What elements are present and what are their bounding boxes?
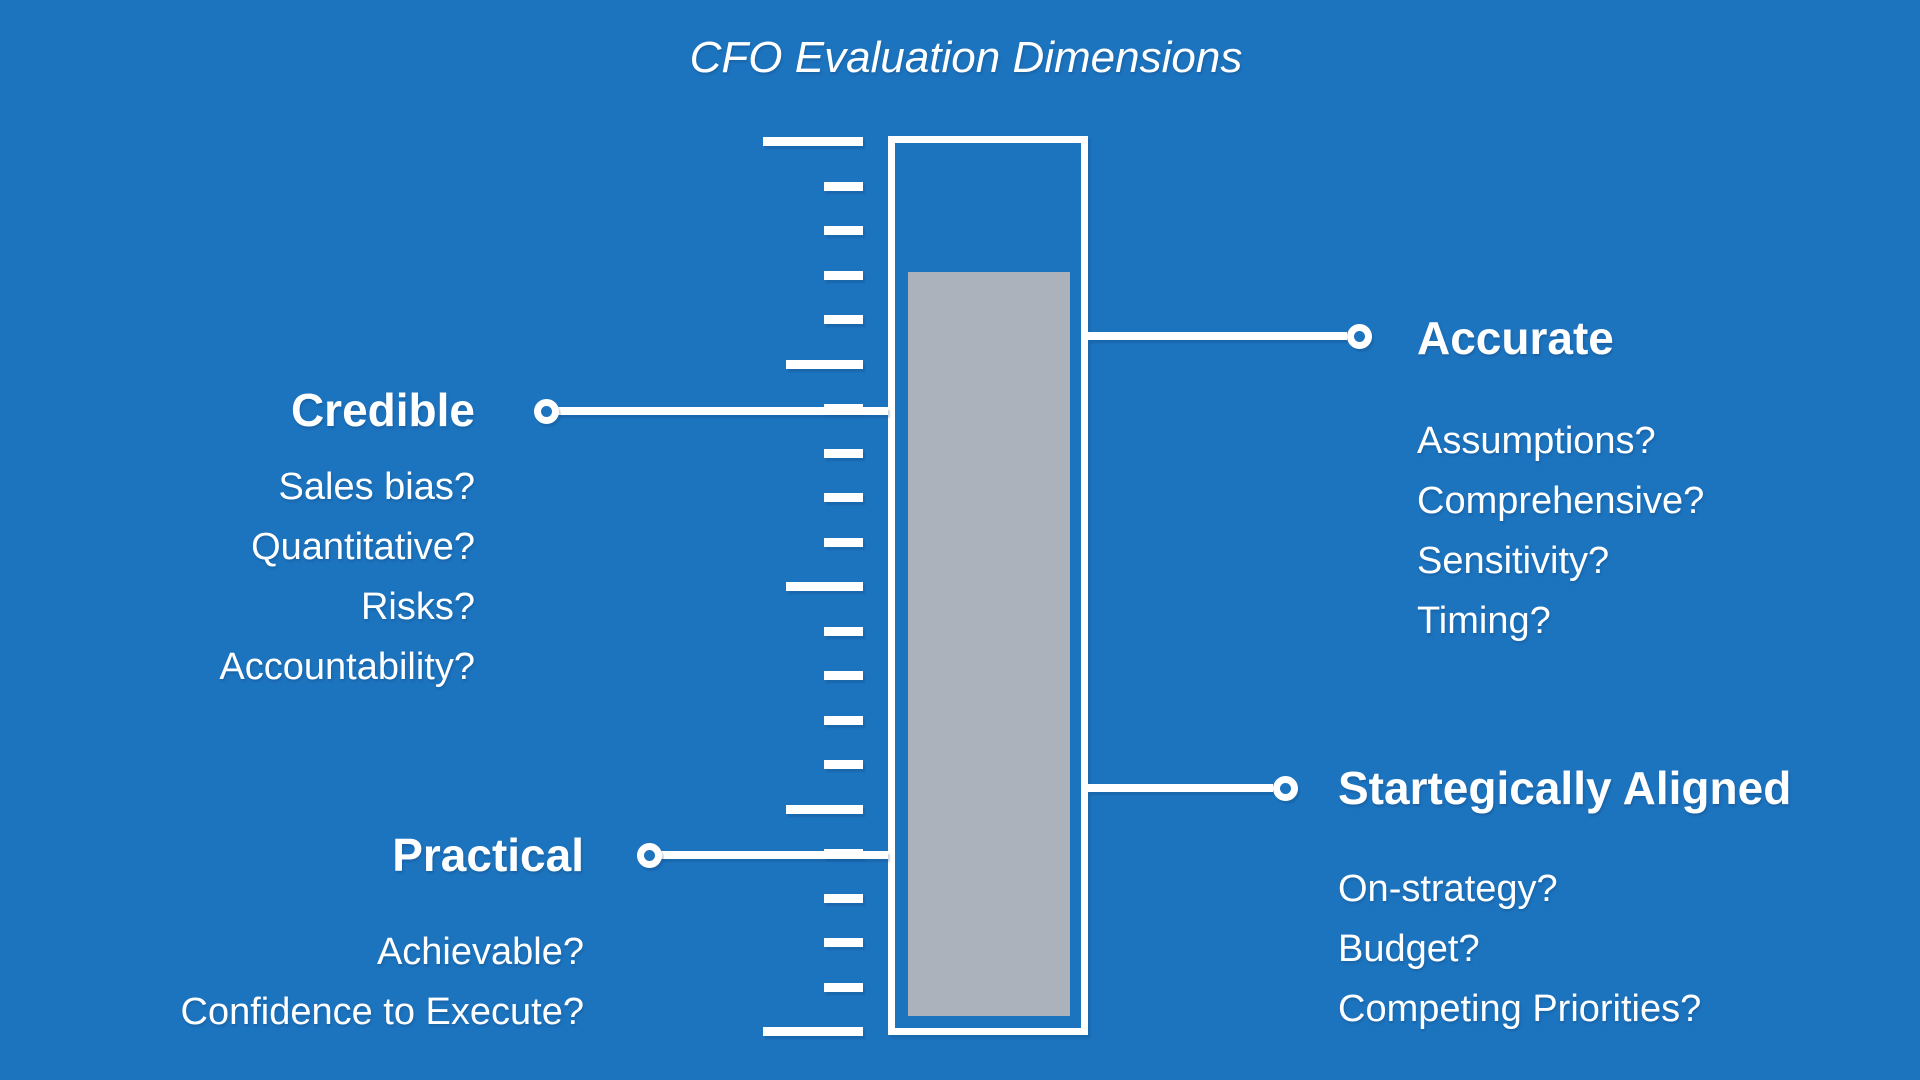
list-item: Assumptions? bbox=[1417, 420, 1656, 462]
ruler-tick bbox=[824, 270, 863, 280]
ruler-tick bbox=[824, 671, 863, 680]
ruler-tick bbox=[824, 181, 863, 191]
list-item: On-strategy? bbox=[1338, 868, 1558, 910]
ruler-tick bbox=[786, 804, 863, 814]
heading-strategically-aligned: Startegically Aligned bbox=[1338, 762, 1792, 814]
ruler-tick bbox=[824, 493, 863, 502]
credible-callout-line bbox=[558, 407, 888, 415]
list-item: Comprehensive? bbox=[1417, 480, 1705, 522]
ruler-tick bbox=[824, 715, 863, 725]
list-item: Sales bias? bbox=[278, 466, 475, 508]
heading-credible: Credible bbox=[290, 384, 475, 436]
list-item: Competing Priorities? bbox=[1338, 988, 1702, 1030]
list-item: Sensitivity? bbox=[1417, 540, 1610, 582]
list-item: Quantitative? bbox=[251, 526, 475, 568]
accurate-items: Assumptions? Comprehensive? Sensitivity?… bbox=[1417, 411, 1704, 651]
list-item: Confidence to Execute? bbox=[180, 991, 585, 1033]
ruler-tick bbox=[824, 537, 863, 547]
ruler-tick bbox=[824, 893, 863, 903]
ruler-tick bbox=[824, 760, 863, 769]
ruler bbox=[763, 137, 863, 1036]
heading-practical: Practical bbox=[392, 829, 584, 881]
strategic-callout-circle-icon bbox=[1273, 776, 1298, 801]
ruler-tick bbox=[824, 226, 863, 235]
list-item: Budget? bbox=[1338, 928, 1480, 970]
practical-callout-circle-icon bbox=[637, 843, 662, 868]
strategic-items: On-strategy? Budget? Competing Prioritie… bbox=[1338, 859, 1701, 1039]
strategic-callout-line bbox=[1088, 784, 1273, 792]
ruler-tick bbox=[824, 448, 863, 458]
ruler-tick bbox=[824, 626, 863, 636]
ruler-tick bbox=[824, 315, 863, 324]
list-item: Risks? bbox=[360, 586, 475, 628]
list-item: Achievable? bbox=[376, 931, 584, 973]
ruler-tick bbox=[786, 582, 863, 591]
ruler-tick bbox=[824, 982, 863, 992]
gauge-bar-fill bbox=[908, 272, 1070, 1016]
list-item: Accountability? bbox=[219, 646, 475, 688]
list-item: Timing? bbox=[1417, 600, 1551, 642]
ruler-tick bbox=[763, 1027, 863, 1036]
credible-items: Sales bias? Quantitative? Risks? Account… bbox=[219, 457, 475, 697]
credible-callout-circle-icon bbox=[534, 399, 559, 424]
accurate-callout-line bbox=[1088, 332, 1347, 340]
ruler-tick bbox=[824, 938, 863, 947]
ruler-tick bbox=[763, 137, 863, 146]
practical-items: Achievable? Confidence to Execute? bbox=[181, 922, 585, 1042]
practical-callout-line bbox=[661, 851, 888, 859]
accurate-callout-circle-icon bbox=[1347, 324, 1372, 349]
ruler-tick bbox=[786, 359, 863, 369]
gauge-bar-outline bbox=[888, 136, 1088, 1035]
page-title: CFO Evaluation Dimensions bbox=[689, 33, 1243, 82]
heading-accurate: Accurate bbox=[1417, 312, 1614, 364]
